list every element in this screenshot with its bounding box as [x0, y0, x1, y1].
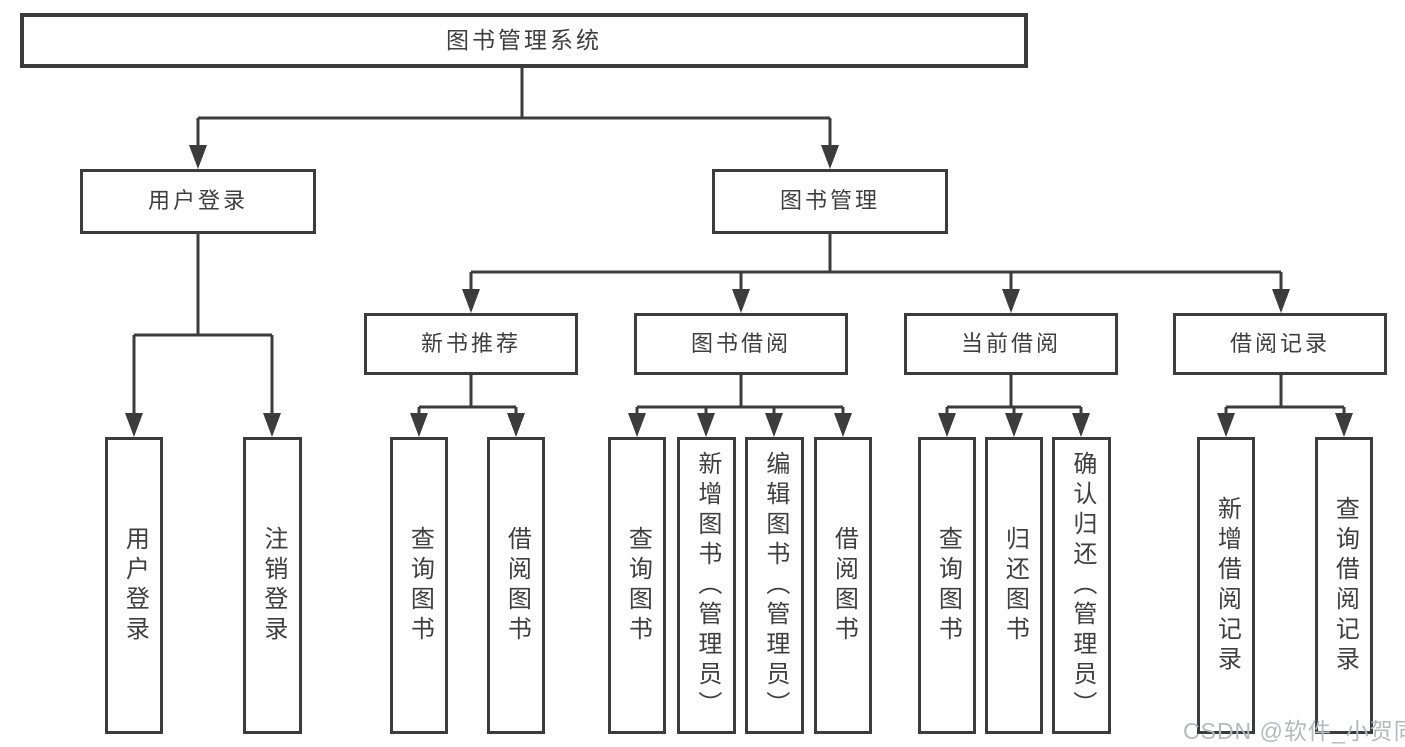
leaf-query-books-borrowing: 查询图书	[608, 437, 666, 734]
watermark: CSDN @软件_小贺同学	[1183, 718, 1405, 744]
connector-book-management-to-level3	[462, 234, 1290, 313]
node-label: 图书借阅	[690, 330, 791, 356]
node-borrow-records: 借阅记录	[1173, 313, 1387, 375]
leaf-query-books-current: 查询图书	[918, 437, 976, 734]
leaf-label: 新增借阅记录	[1213, 495, 1241, 676]
connector-current-borrow-to-leaves	[938, 375, 1090, 437]
connector-user-login-to-leaves	[125, 234, 281, 437]
node-label: 图书管理	[779, 188, 880, 214]
leaf-label: 借阅图书	[830, 525, 858, 646]
leaf-edit-book-admin: 编辑图书（管理员）	[745, 437, 804, 734]
leaf-label: 查询图书	[934, 525, 962, 646]
leaf-label: 归还图书	[1001, 525, 1029, 646]
node-label: 图书管理系统	[446, 26, 602, 53]
node-label: 新书推荐	[420, 330, 521, 356]
leaf-logout: 注销登录	[243, 437, 302, 734]
leaf-label: 用户登录	[121, 525, 149, 646]
connector-new-book-to-leaves	[410, 375, 525, 437]
connector-root-to-level2	[189, 68, 839, 169]
connector-book-borrow-to-leaves	[628, 375, 852, 437]
leaf-label: 查询借阅记录	[1331, 495, 1359, 676]
leaf-label: 查询图书	[624, 525, 652, 646]
leaf-label: 确认归还（管理员）	[1068, 450, 1096, 721]
leaf-query-borrow-record: 查询借阅记录	[1315, 437, 1373, 734]
leaf-borrow-books: 借阅图书	[814, 437, 872, 734]
leaf-label: 新增图书（管理员）	[693, 450, 721, 721]
node-book-management: 图书管理	[712, 169, 948, 234]
node-label: 用户登录	[147, 188, 248, 214]
node-current-borrowing: 当前借阅	[904, 313, 1118, 375]
leaf-label: 借阅图书	[503, 525, 531, 646]
node-new-book-recommend: 新书推荐	[364, 313, 578, 375]
leaf-label: 注销登录	[259, 525, 287, 646]
node-system-root: 图书管理系统	[20, 13, 1028, 68]
connector-borrow-record-to-leaves	[1217, 375, 1353, 437]
leaf-return-books: 归还图书	[985, 437, 1043, 734]
leaf-confirm-return-admin: 确认归还（管理员）	[1052, 437, 1111, 734]
node-user-login: 用户登录	[80, 169, 316, 234]
leaf-add-borrow-record: 新增借阅记录	[1197, 437, 1255, 734]
node-book-borrowing: 图书借阅	[634, 313, 848, 375]
leaf-query-books-recommend: 查询图书	[390, 437, 448, 734]
node-label: 当前借阅	[960, 330, 1061, 356]
leaf-add-book-admin: 新增图书（管理员）	[677, 437, 736, 734]
node-label: 借阅记录	[1229, 330, 1330, 356]
leaf-user-login: 用户登录	[105, 437, 163, 734]
leaf-borrow-books-recommend: 借阅图书	[487, 437, 545, 734]
leaf-label: 查询图书	[406, 525, 434, 646]
leaf-label: 编辑图书（管理员）	[761, 450, 789, 721]
